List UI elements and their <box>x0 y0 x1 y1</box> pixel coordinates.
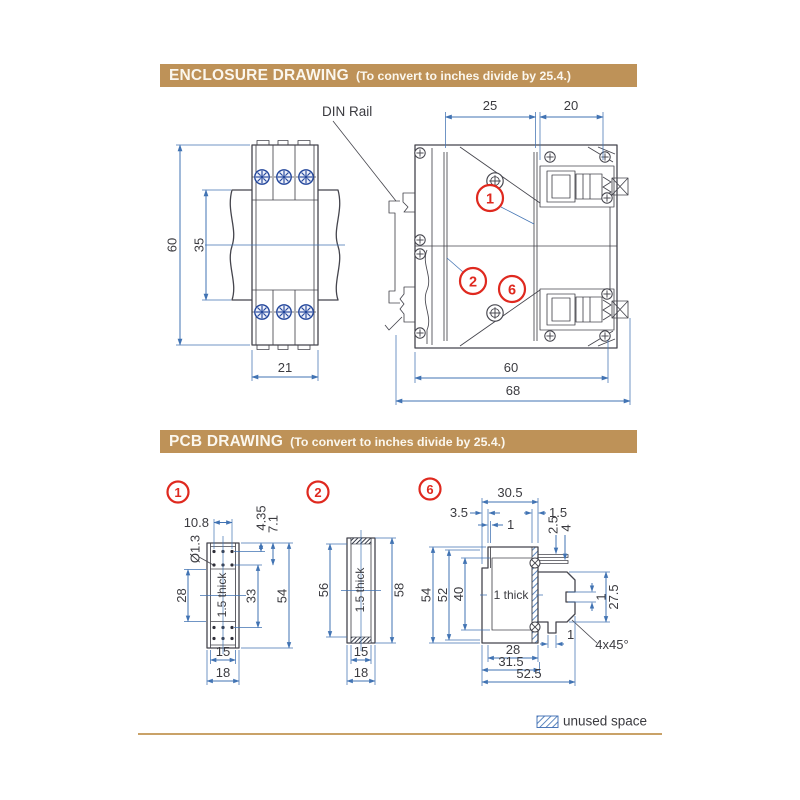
dim-p2-58: 58 <box>392 583 407 597</box>
dim-p6-25: 2.5 <box>546 516 561 534</box>
callout-2: 2 <box>469 274 477 290</box>
pcb-title: PCB DRAWING <box>169 432 284 450</box>
dim-p6-40: 40 <box>451 587 466 601</box>
enclosure-callouts: 1 2 6 <box>446 183 535 304</box>
dim-p1-71: 7.1 <box>266 515 281 533</box>
dim-p6-54: 54 <box>419 588 434 602</box>
dim-p1-18: 18 <box>216 665 230 680</box>
dim-p6-28: 28 <box>506 642 520 657</box>
pcb2-callout-circle <box>306 480 330 504</box>
pcb1-holes <box>212 549 234 641</box>
pcb1-edge <box>533 152 538 341</box>
terminal-block-top <box>539 165 629 208</box>
din-rail-profile <box>384 192 415 331</box>
pcb6-dims: 30.5 3.5 1 1.5 2.5 4 54 52 <box>419 485 629 686</box>
dim-p6-315: 31.5 <box>498 654 523 669</box>
bottom-rule <box>138 733 662 735</box>
front-dims: 60 35 21 <box>165 144 319 381</box>
dim-p2-15: 15 <box>354 644 368 659</box>
dim-p1-54: 54 <box>275 589 290 603</box>
dim-p6-305: 30.5 <box>497 485 522 500</box>
pcb1-thickness: 1.5 thick <box>215 572 229 618</box>
enclosure-section-header: ENCLOSURE DRAWING (To convert to inches … <box>160 64 637 87</box>
pcb6-pin-1 <box>537 554 569 558</box>
pcb6-pad-top <box>529 557 541 569</box>
pcb6-outline <box>481 546 539 644</box>
dim-side-60: 60 <box>504 360 518 375</box>
dim-p6-35: 3.5 <box>450 505 468 520</box>
pcb6-thickness: 1 thick <box>494 588 530 602</box>
pcb2-edge <box>443 152 448 341</box>
right-flange <box>318 189 341 301</box>
dim-side-25: 25 <box>483 98 497 113</box>
callout-circle-6 <box>497 274 527 304</box>
pcb-subtitle: (To convert to inches divide by 25.4.) <box>290 434 506 449</box>
enclosure-subtitle: (To convert to inches divide by 25.4.) <box>355 68 571 83</box>
pcb-section-header: PCB DRAWING (To convert to inches divide… <box>160 430 637 453</box>
pcb6-drawing: 6 1 thick 30.5 3.5 1 <box>418 477 629 686</box>
pcb1-callout-circle <box>166 480 190 504</box>
dim-p2-18: 18 <box>354 665 368 680</box>
pcb-drawing-canvas: 1 1.5 thick 10.8 Ø1.3 28 33 <box>166 477 647 729</box>
dim-p6-52: 52 <box>435 588 450 602</box>
pcb2-callout: 2 <box>314 485 321 500</box>
dim-p6-15: 1.5 <box>549 505 567 520</box>
pcb2-thickness: 1.5 thick <box>353 567 367 613</box>
cover-seam <box>424 249 430 344</box>
dim-p1-pitch: 10.8 <box>184 515 209 530</box>
dim-p6-t1: 1 <box>507 517 514 532</box>
dim-p6-m1: 1 <box>594 593 609 600</box>
pcb6-callout-circle <box>418 477 442 501</box>
callout-circle-2 <box>458 266 488 296</box>
din-rail-leader <box>332 120 397 202</box>
dim-p6-4: 4 <box>559 524 574 531</box>
dim-front-width: 21 <box>278 360 292 375</box>
callout-circle-1 <box>475 183 505 213</box>
pcb1-dims: 10.8 Ø1.3 28 33 54 4.35 7.1 15 <box>174 505 293 685</box>
dim-p6-b1: 1 <box>567 627 574 642</box>
callout-6: 6 <box>508 282 516 298</box>
pcb1-callout: 1 <box>174 485 181 500</box>
pcb6-callout: 6 <box>426 482 433 497</box>
unused-space-swatch <box>536 715 559 728</box>
pcb2-dims: 56 58 15 18 <box>316 537 407 685</box>
enclosure-drawing-canvas: 60 35 21 DIN Rail <box>165 98 631 405</box>
enclosure-front-view: 60 35 21 <box>165 140 345 381</box>
dim-front-height: 60 <box>165 238 180 252</box>
dim-p1-15: 15 <box>216 644 230 659</box>
pcb6-inner-face <box>491 557 533 631</box>
dim-p1-33: 33 <box>244 589 259 603</box>
dim-p6-525: 52.5 <box>516 666 541 681</box>
dim-side-68: 68 <box>506 383 520 398</box>
din-rail-label: DIN Rail <box>322 104 372 119</box>
unused-space-legend: unused space <box>536 714 647 729</box>
left-flange <box>229 189 252 301</box>
dim-p1-hole: Ø1.3 <box>188 535 203 563</box>
callout-1: 1 <box>486 191 494 207</box>
dim-p6-chamfer: 4x45° <box>595 637 628 652</box>
dim-front-inner-height: 35 <box>192 238 207 252</box>
enclosure-side-view: 25 20 60 68 1 2 6 <box>384 98 631 405</box>
unused-space-label: unused space <box>563 714 647 729</box>
terminal-screws <box>251 169 317 320</box>
pcb2-drawing: 2 1.5 thick 56 58 15 18 <box>306 480 407 685</box>
dim-p2-56: 56 <box>316 583 331 597</box>
pcb1-drawing: 1 1.5 thick 10.8 Ø1.3 28 33 <box>166 480 293 685</box>
terminal-block-bottom <box>539 288 629 331</box>
dim-p6-275: 27.5 <box>606 584 621 609</box>
enclosure-title: ENCLOSURE DRAWING <box>169 66 349 84</box>
pcb6-pin-2 <box>537 560 569 564</box>
pcb6-right-plate <box>538 571 576 634</box>
dim-p1-435: 4.35 <box>254 505 269 530</box>
side-dims: 25 20 60 68 <box>395 98 631 405</box>
pcb6-pad-bottom <box>529 621 541 633</box>
dim-side-20: 20 <box>564 98 578 113</box>
pcb6-unused-strip <box>532 547 538 643</box>
dim-p1-28: 28 <box>174 588 189 602</box>
